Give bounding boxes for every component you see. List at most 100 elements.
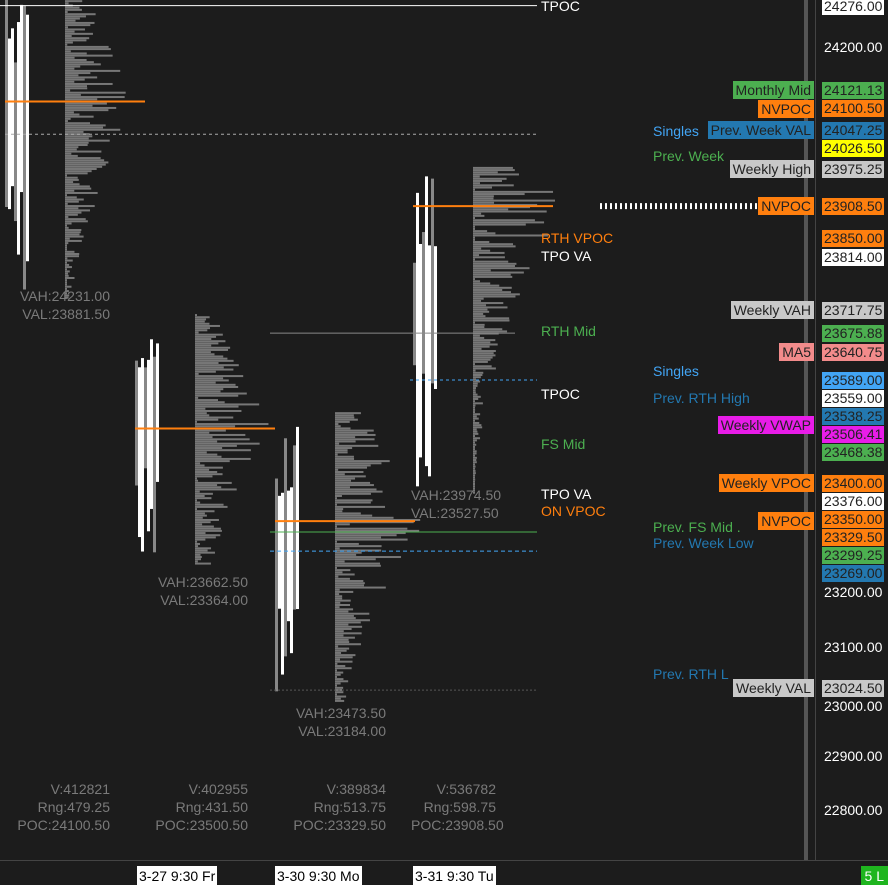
volume-bar: [335, 621, 361, 624]
volume-bar: [65, 290, 69, 293]
profile-label: TPO VA: [541, 485, 592, 502]
session-v: V:402955: [188, 781, 248, 797]
volume-bar: [473, 315, 486, 318]
volume-bar: [65, 253, 80, 256]
volume-bar: [335, 529, 420, 532]
volume-bar: [65, 196, 77, 199]
volume-bar: [65, 52, 87, 55]
volume-bar: [335, 575, 339, 578]
volume-bar: [65, 69, 121, 72]
volume-bar: [195, 423, 269, 426]
price-label: 23200.00: [824, 584, 883, 600]
volume-bar: [473, 452, 477, 455]
volume-bar: [65, 266, 72, 269]
volume-bar: [473, 254, 480, 257]
volume-bar: [335, 433, 376, 436]
volume-bar: [65, 237, 70, 240]
volume-bar: [335, 691, 344, 694]
volume-bar: [65, 229, 82, 232]
volume-bar: [65, 146, 79, 149]
volume-bar: [195, 318, 207, 321]
volume-bar: [335, 556, 402, 559]
volume-bar: [195, 392, 247, 395]
volume-bar: [65, 91, 126, 94]
volume-bar: [65, 274, 69, 277]
volume-bar: [195, 442, 260, 445]
volume-bar: [195, 355, 224, 358]
volume-bar: [195, 346, 231, 349]
level-tag: Weekly VPOC: [718, 474, 814, 492]
price-label: 23000.00: [824, 697, 883, 714]
volume-bar: [473, 469, 476, 472]
volume-bar: [473, 203, 538, 206]
volume-bar: [335, 547, 340, 550]
volume-bar: [335, 667, 352, 670]
time-axis[interactable]: 3-27 9:30 Fr 3-30 9:30 Mo 3-31 9:30 Tu 5…: [0, 860, 888, 885]
volume-bar: [195, 342, 219, 345]
volume-bar: [65, 135, 93, 138]
volume-bar: [473, 404, 476, 407]
volume-bar: [65, 292, 67, 295]
session-poc: POC:24100.50: [17, 817, 110, 833]
volume-bar: [473, 435, 475, 438]
volume-bar: [473, 245, 516, 248]
volume-bar: [473, 419, 475, 422]
volume-bar: [195, 490, 200, 493]
volume-bar: [65, 6, 80, 9]
volume-bar: [195, 348, 229, 351]
volume-bar: [195, 501, 201, 504]
volume-bar: [335, 414, 354, 417]
volume-bar: [65, 43, 68, 46]
volume-bar: [65, 63, 101, 66]
profile-label: RTH Mid: [541, 323, 596, 340]
session-rng: Rng:431.50: [175, 799, 248, 815]
profile-label: TPO VA: [541, 247, 592, 264]
volume-bar: [65, 226, 69, 229]
volume-bar: [65, 154, 78, 157]
volume-bar: [473, 448, 475, 451]
volume-bar: [473, 319, 510, 322]
volume-bar: [65, 117, 71, 120]
volume-bar: [335, 490, 383, 493]
volume-bar: [473, 400, 475, 403]
volume-bar: [335, 623, 349, 626]
volume-bar: [65, 296, 69, 299]
volume-bar: [473, 441, 475, 444]
volume-bar: [65, 220, 88, 223]
volume-bar: [195, 464, 205, 467]
volume-bar: [195, 494, 205, 497]
volume-bar: [195, 532, 206, 535]
volume-bar: [473, 472, 476, 475]
market-profile-chart[interactable]: [0, 0, 815, 860]
volume-bar: [473, 339, 496, 342]
volume-bar: [473, 223, 526, 226]
volume-bar: [335, 638, 349, 641]
volume-bar: [335, 697, 341, 700]
volume-bar: [335, 540, 337, 543]
volume-bar: [195, 390, 221, 393]
volume-bar: [335, 562, 381, 565]
volume-bar: [335, 641, 350, 644]
volume-bar: [65, 32, 93, 35]
session-rng: Rng:479.25: [37, 799, 110, 815]
volume-bar: [65, 250, 75, 253]
volume-bar: [473, 278, 475, 281]
volume-bar: [335, 518, 421, 521]
volume-bar: [335, 460, 390, 463]
volume-bar: [195, 344, 212, 347]
volume-bar: [335, 582, 365, 585]
volume-bar: [473, 171, 498, 174]
session-rng: Rng:513.75: [313, 799, 386, 815]
volume-bar: [195, 316, 210, 319]
volume-bar: [195, 366, 224, 369]
price-label: 23506.41: [822, 425, 885, 443]
volume-bar: [195, 460, 230, 463]
price-label: 22900.00: [824, 747, 883, 764]
date-label: 3-30 9:30 Mo: [275, 866, 362, 885]
volume-bar: [473, 214, 485, 217]
volume-bar: [473, 236, 475, 239]
profile-label: TPOC: [541, 0, 580, 14]
